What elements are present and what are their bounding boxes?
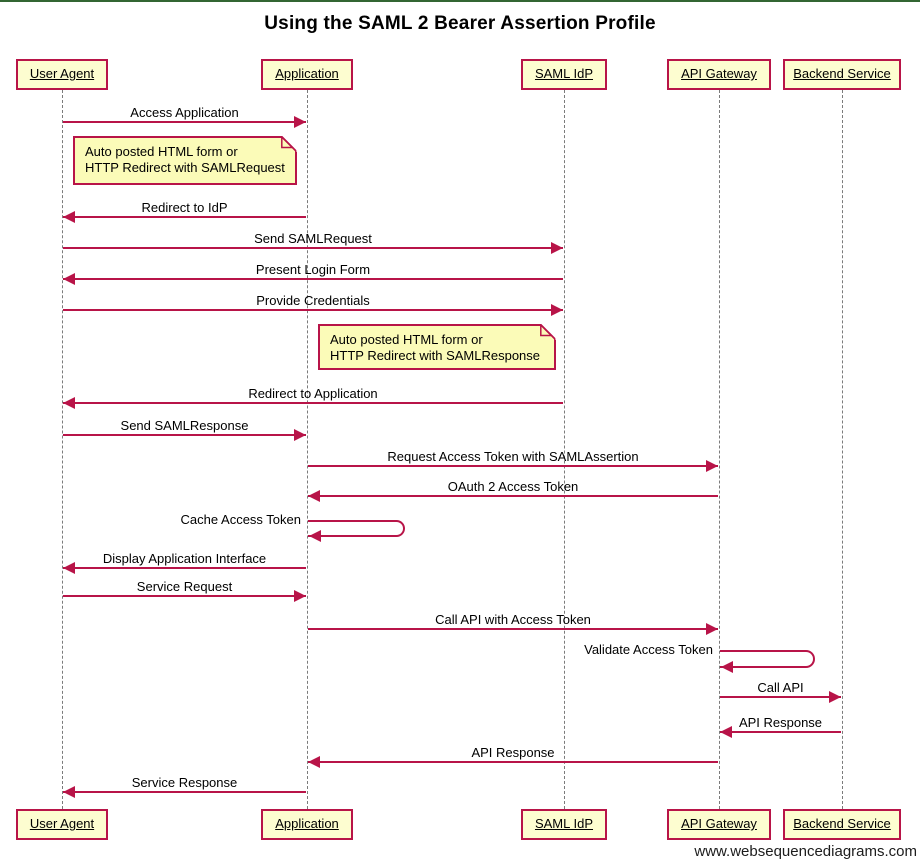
lifeline-saml-idp [564, 90, 565, 809]
self-message-label: Cache Access Token [180, 512, 301, 527]
message-label: Display Application Interface [102, 551, 267, 566]
arrowhead-left-icon [308, 756, 320, 768]
message-label: Service Request [136, 579, 233, 594]
self-message-loop [720, 650, 815, 668]
message-arrow [63, 567, 306, 569]
message-label: OAuth 2 Access Token [447, 479, 579, 494]
actor-bottom-application: Application [261, 809, 353, 840]
message-label: Call API [757, 680, 804, 695]
arrowhead-right-icon [551, 242, 563, 254]
message-label: Access Application [130, 105, 239, 120]
arrowhead-left-icon [63, 786, 75, 798]
message-arrow [63, 434, 306, 436]
message-arrow [63, 791, 306, 793]
actor-top-api-gateway: API Gateway [667, 59, 771, 90]
message-arrow [63, 595, 306, 597]
arrowhead-right-icon [551, 304, 563, 316]
message-label: API Response [738, 715, 823, 730]
message-label: Present Login Form [255, 262, 371, 277]
arrowhead-left-icon [308, 490, 320, 502]
message-label: API Response [471, 745, 555, 760]
actor-bottom-api-gateway: API Gateway [667, 809, 771, 840]
actor-top-saml-idp: SAML IdP [521, 59, 607, 90]
arrowhead-right-icon [706, 460, 718, 472]
message-label: Request Access Token with SAMLAssertion [387, 449, 639, 464]
message-arrow [63, 247, 563, 249]
message-label: Redirect to IdP [141, 200, 228, 215]
arrowhead-left-icon [63, 273, 75, 285]
message-label: Send SAMLRequest [254, 231, 372, 246]
actor-bottom-saml-idp: SAML IdP [521, 809, 607, 840]
note-text-line: Auto posted HTML form or [330, 332, 483, 347]
arrowhead-left-icon [721, 661, 733, 673]
note-text-line: Auto posted HTML form or [85, 144, 238, 159]
arrowhead-right-icon [294, 429, 306, 441]
message-label: Provide Credentials [256, 293, 370, 308]
watermark-websequencediagrams: www.websequencediagrams.com [694, 843, 917, 860]
lifeline-backend-service [842, 90, 843, 809]
message-arrow [63, 278, 563, 280]
message-arrow [63, 216, 306, 218]
lifeline-application [307, 90, 308, 809]
arrowhead-left-icon [63, 397, 75, 409]
arrowhead-left-icon [63, 562, 75, 574]
note-fold-corner-icon [540, 324, 556, 340]
actor-bottom-user-agent: User Agent [16, 809, 108, 840]
message-arrow [720, 731, 841, 733]
message-arrow [308, 495, 718, 497]
lifeline-api-gateway [719, 90, 720, 809]
message-arrow [63, 309, 563, 311]
note-text-line: HTTP Redirect with SAMLResponse [330, 348, 541, 363]
message-arrow [308, 761, 718, 763]
lifeline-user-agent [62, 90, 63, 809]
note-fold-corner-icon [281, 136, 297, 152]
message-arrow [720, 696, 841, 698]
arrowhead-left-icon [63, 211, 75, 223]
message-label: Redirect to Application [248, 386, 378, 401]
note-text-line: HTTP Redirect with SAMLRequest [85, 160, 285, 175]
message-arrow [63, 402, 563, 404]
actor-top-application: Application [261, 59, 353, 90]
message-label: Send SAMLResponse [120, 418, 249, 433]
message-label: Service Response [131, 775, 238, 790]
self-message-label: Validate Access Token [584, 642, 713, 657]
message-arrow [308, 628, 718, 630]
diagram-title: Using the SAML 2 Bearer Assertion Profil… [264, 13, 656, 34]
actor-bottom-backend-service: Backend Service [783, 809, 901, 840]
actor-top-user-agent: User Agent [16, 59, 108, 90]
arrowhead-right-icon [706, 623, 718, 635]
message-arrow [308, 465, 718, 467]
actor-top-backend-service: Backend Service [783, 59, 901, 90]
message-arrow [63, 121, 306, 123]
arrowhead-left-icon [309, 530, 321, 542]
arrowhead-left-icon [720, 726, 732, 738]
arrowhead-right-icon [294, 116, 306, 128]
arrowhead-right-icon [829, 691, 841, 703]
message-label: Call API with Access Token [435, 612, 591, 627]
arrowhead-right-icon [294, 590, 306, 602]
self-message-loop [308, 520, 405, 537]
